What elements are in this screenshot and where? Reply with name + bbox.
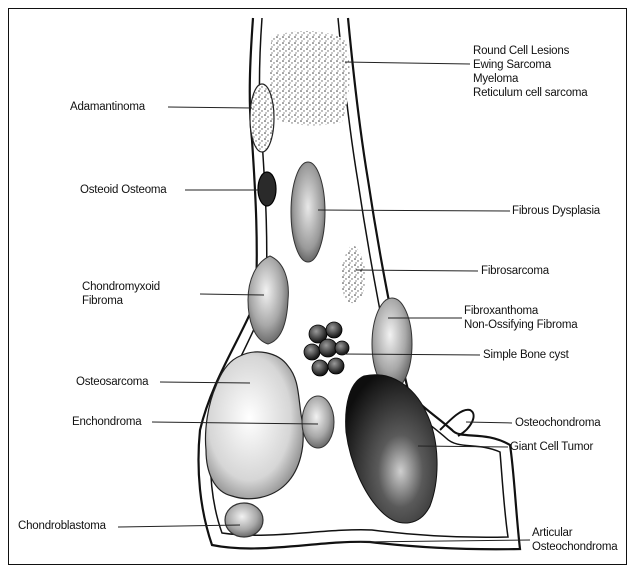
enchondroma-lesion (302, 396, 334, 448)
label-line: Articular (532, 526, 617, 540)
label-line: Chondromyxoid (82, 280, 160, 294)
fibrosarcoma-lesion (341, 244, 365, 303)
leader-chondroblastoma (118, 525, 240, 527)
label-fibrosarcoma: Fibrosarcoma (481, 264, 549, 278)
giant-cell-tumor-lesion (346, 375, 437, 523)
label-line: Reticulum cell sarcoma (473, 86, 587, 100)
label-simple-bone-cyst: Simple Bone cyst (483, 348, 569, 362)
label-chondromyxoid-fibroma: Chondromyxoid Fibroma (82, 280, 160, 308)
label-fibrous-dysplasia: Fibrous Dysplasia (512, 204, 600, 218)
leader-round-cell (345, 62, 470, 64)
leader-adamantinoma (168, 107, 252, 108)
label-line: Fibroma (82, 294, 160, 308)
label-line: Ewing Sarcoma (473, 58, 587, 72)
leader-osteochondroma (466, 422, 512, 423)
leader-simple-bone-cyst (340, 354, 480, 355)
osteoid-osteoma-lesion (258, 172, 276, 206)
round-cell-lesion (269, 31, 349, 125)
label-osteoid-osteoma: Osteoid Osteoma (80, 183, 167, 197)
label-enchondroma: Enchondroma (72, 415, 141, 429)
label-line: Fibroxanthoma (464, 304, 577, 318)
chondromyxoid-fibroma-lesion (248, 256, 288, 344)
chondroblastoma-lesion (225, 503, 263, 537)
adamantinoma-lesion (250, 84, 274, 152)
simple-bone-cyst-lesion (304, 322, 349, 376)
label-articular-osteochondroma: Articular Osteochondroma (532, 526, 617, 554)
label-line: Osteochondroma (532, 540, 617, 554)
fibrous-dysplasia-lesion (291, 162, 325, 262)
label-line: Myeloma (473, 72, 587, 86)
label-line: Round Cell Lesions (473, 44, 587, 58)
label-osteosarcoma: Osteosarcoma (76, 375, 148, 389)
label-round-cell-lesions: Round Cell Lesions Ewing Sarcoma Myeloma… (473, 44, 587, 100)
leader-articular-osteochondroma (360, 540, 530, 542)
label-adamantinoma: Adamantinoma (70, 100, 145, 114)
label-fibroxanthoma: Fibroxanthoma Non-Ossifying Fibroma (464, 304, 577, 332)
leader-fibrous-dysplasia (318, 210, 510, 211)
label-line: Non-Ossifying Fibroma (464, 318, 577, 332)
leader-fibrosarcoma (356, 270, 478, 271)
label-giant-cell-tumor: Giant Cell Tumor (510, 440, 593, 454)
label-chondroblastoma: Chondroblastoma (18, 519, 106, 533)
label-osteochondroma: Osteochondroma (515, 416, 600, 430)
